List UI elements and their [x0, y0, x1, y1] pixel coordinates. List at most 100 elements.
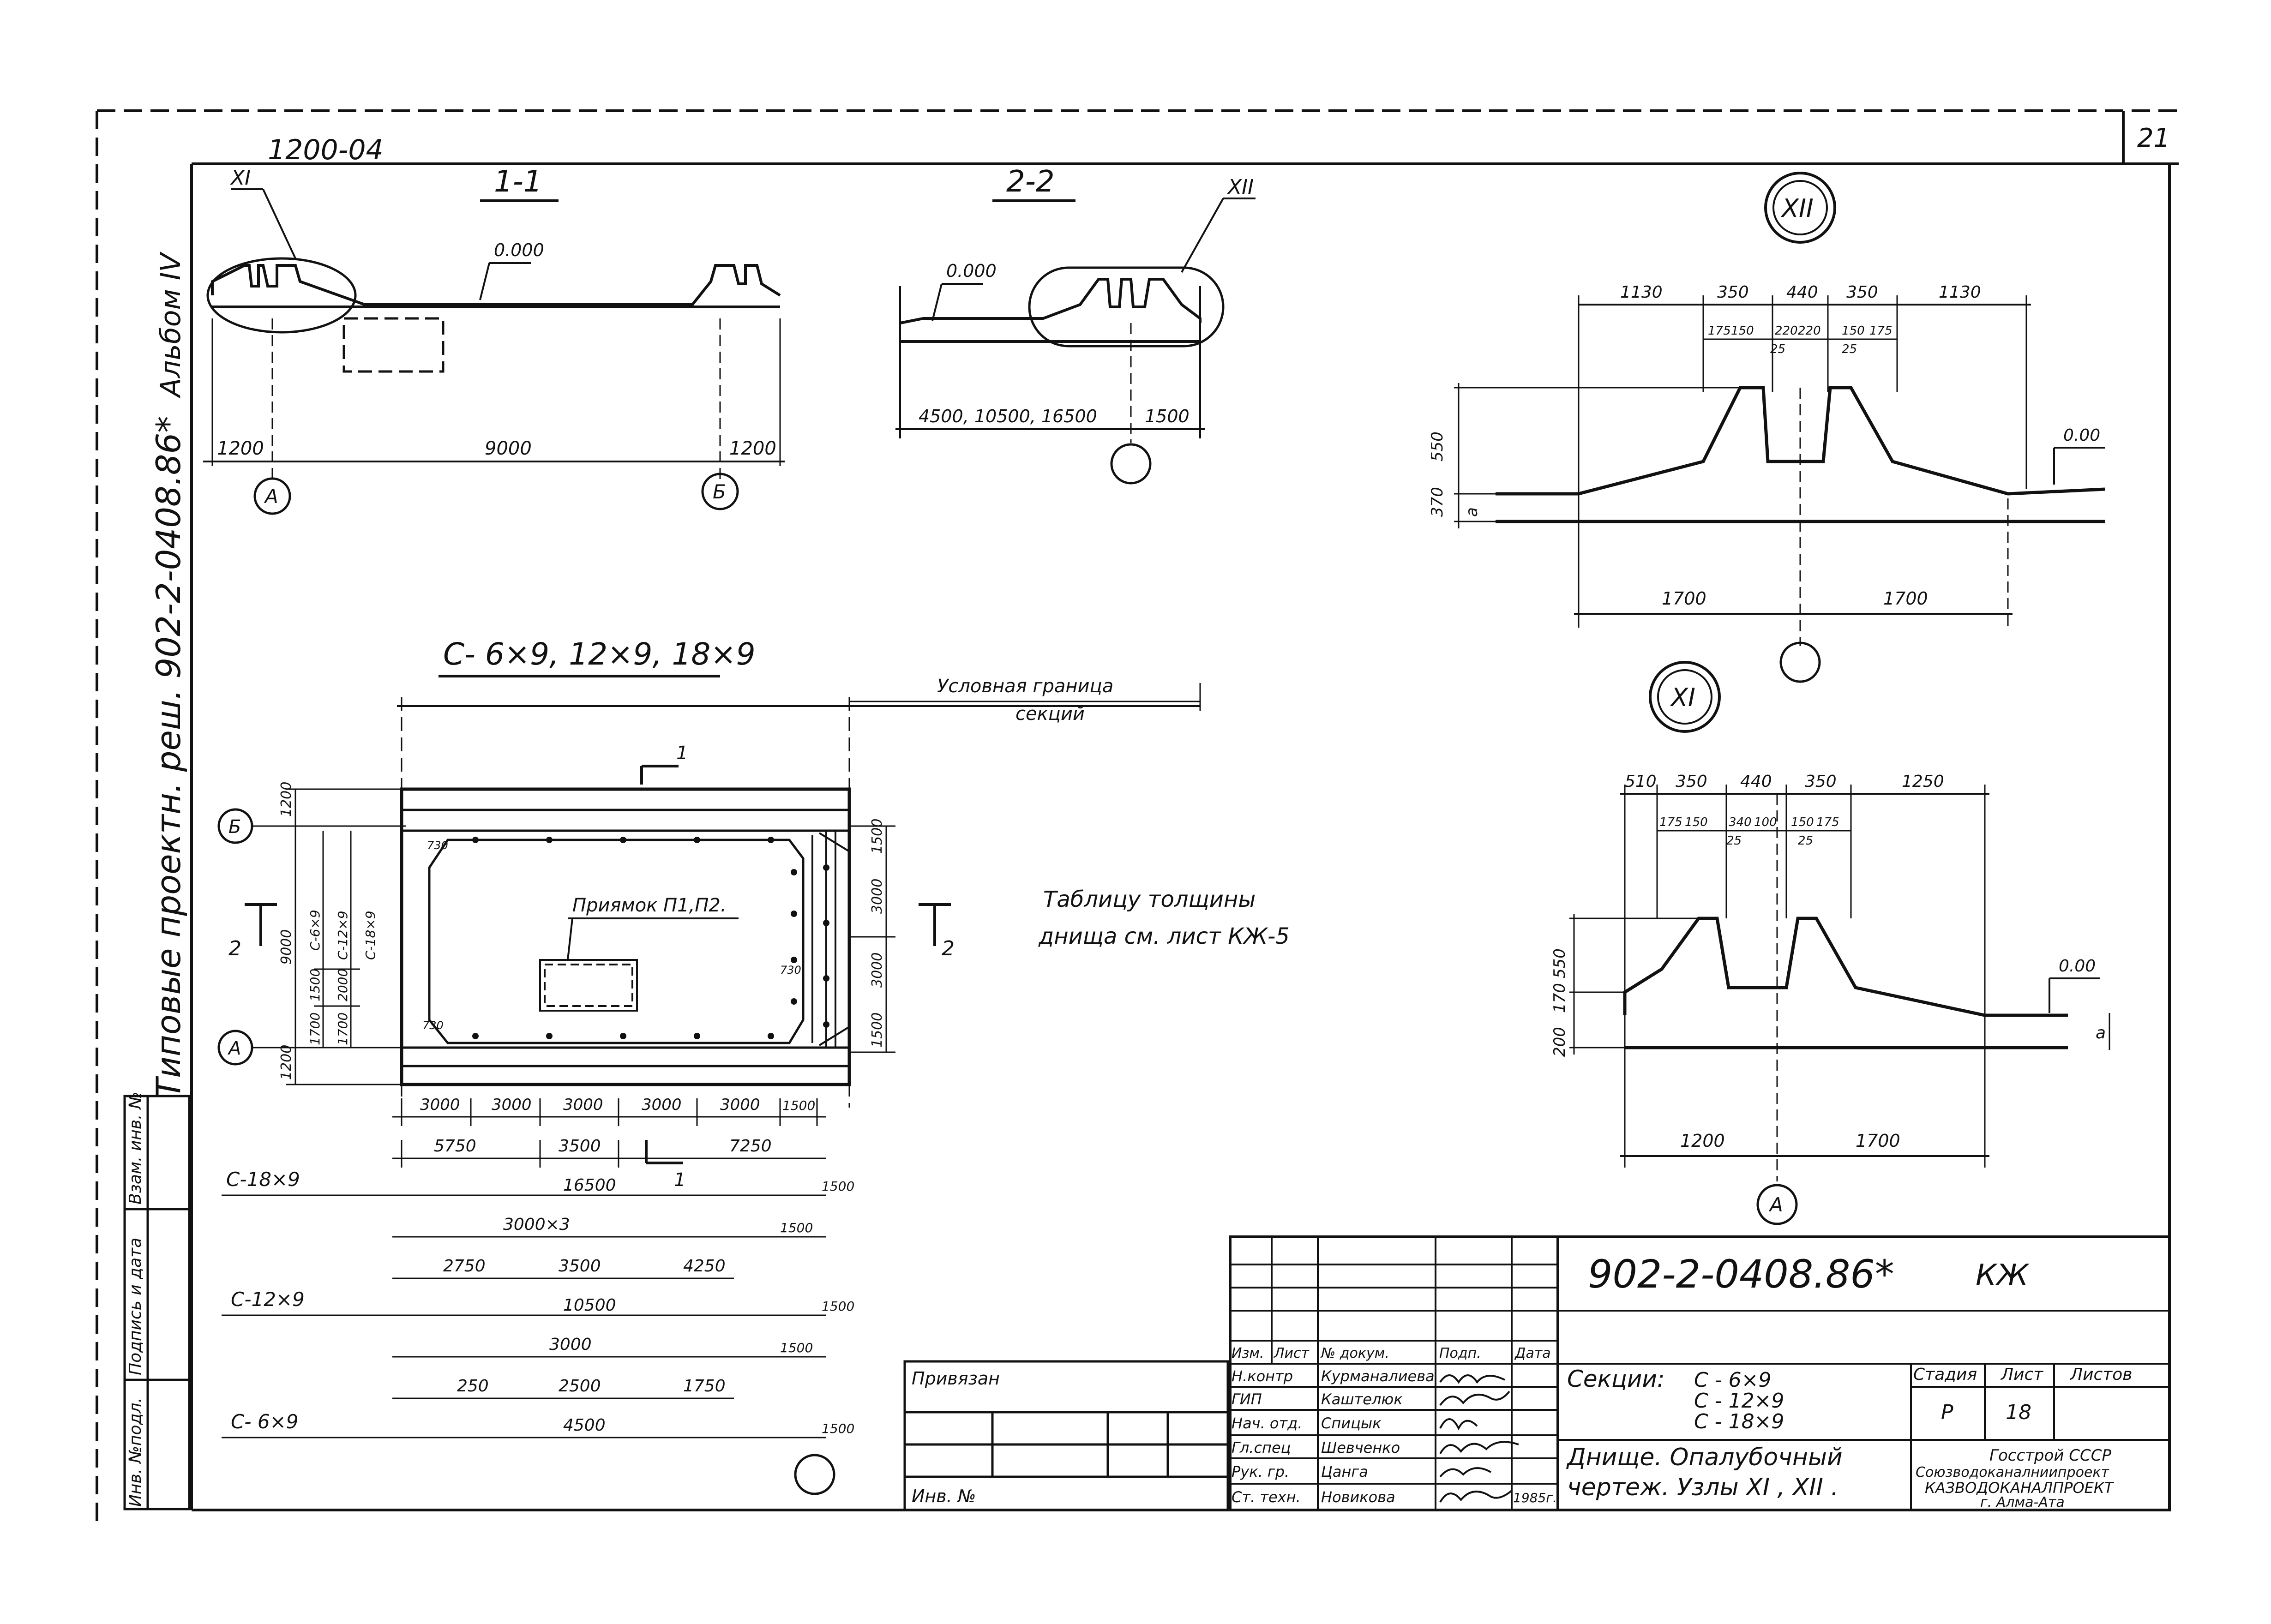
- dim-2-2-a: 4500, 10500, 16500: [919, 406, 1097, 426]
- hdr-sign: Подп.: [1439, 1345, 1481, 1361]
- year: 1985г.: [1513, 1490, 1557, 1505]
- note-line-2: днища см. лист КЖ-5: [1038, 923, 1290, 949]
- xii-sub-1: 150: [1731, 324, 1754, 338]
- plan-right-3: 1500: [869, 1013, 885, 1048]
- plan-bottom2-2: 7250: [729, 1137, 772, 1156]
- xii-left-2: a: [1463, 507, 1481, 517]
- doc-mark: КЖ: [1976, 1258, 2030, 1293]
- xii-sub-0: 175: [1708, 324, 1731, 338]
- sec-6-r1-1: 1500: [822, 1421, 854, 1436]
- dim-1-1-b: 9000: [485, 438, 532, 459]
- plan-right-1: 3000: [869, 879, 885, 914]
- xii-dim-1: 350: [1717, 283, 1749, 302]
- sec-12-r2-1: 1500: [780, 1340, 813, 1355]
- plan-axis-a: А: [227, 1038, 241, 1059]
- xii-left-1: 370: [1428, 487, 1447, 517]
- xi-sub-0: 175: [1659, 815, 1682, 829]
- role-5: Ст. техн.: [1232, 1488, 1301, 1506]
- section-0: С - 6×9: [1694, 1368, 1771, 1392]
- xii-dim-2: 440: [1786, 283, 1818, 302]
- sec-18-name: С-18×9: [226, 1168, 300, 1191]
- role-1: ГИП: [1232, 1390, 1262, 1408]
- cut-1-top: 1: [676, 743, 688, 764]
- xi-sub-2: 340: [1729, 815, 1752, 829]
- role-4: Рук. гр.: [1232, 1463, 1289, 1480]
- role-0: Н.контр: [1232, 1367, 1293, 1385]
- strip-replace: Взам. инв. №: [126, 1092, 145, 1205]
- name-1: Каштелюк: [1321, 1390, 1403, 1408]
- xii-dim-4: 1130: [1939, 283, 1981, 302]
- axis-a-1-1: А: [264, 485, 278, 508]
- top-code: 1200-04: [268, 134, 384, 166]
- org-1: Союзводоканалниипроект: [1916, 1464, 2110, 1480]
- sec-12-r2-0: 3000: [549, 1335, 592, 1354]
- plan-bottom2-0: 5750: [434, 1137, 476, 1156]
- corner-dim-1: 730: [780, 964, 801, 977]
- sec-6-r0-1: 2500: [559, 1377, 601, 1396]
- xii-sub-2: 220: [1775, 324, 1798, 338]
- desc-line-1: Днище. Опалубочный: [1566, 1444, 1843, 1471]
- xi-dim-2: 440: [1740, 772, 1772, 791]
- thickness-note: Таблицу толщины днища см. лист КЖ-5: [1038, 887, 1290, 949]
- xii-sub-5: 175: [1869, 324, 1892, 338]
- xii-dim-0: 1130: [1620, 283, 1663, 302]
- cut-2-left: 2: [228, 937, 241, 960]
- plan-bottom-5: 1500: [782, 1098, 815, 1113]
- binding-block: [903, 1360, 1229, 1511]
- corner-dim-2: 730: [422, 1019, 444, 1032]
- sec-12-r0-1: 3500: [559, 1257, 601, 1276]
- xii-small-0: 25: [1770, 342, 1785, 356]
- xi-left-0: 550: [1550, 948, 1569, 978]
- plan-title: С- 6×9, 12×9, 18×9: [443, 636, 756, 672]
- xii-dim-3: 350: [1846, 283, 1878, 302]
- name-5: Новикова: [1321, 1488, 1395, 1506]
- strip-signature: Подпись и дата: [126, 1238, 145, 1375]
- plan-left-1: 9000: [278, 929, 294, 965]
- hdr-izm: Изм.: [1232, 1345, 1264, 1361]
- xi-left-2: 200: [1550, 1027, 1569, 1057]
- xi-bottom-0: 1200: [1680, 1131, 1725, 1151]
- binding-label: Привязан: [912, 1368, 1000, 1389]
- plan-left-4: 1500: [307, 969, 323, 1001]
- hdr-date: Дата: [1514, 1345, 1551, 1361]
- plan-left-2: 1200: [278, 1045, 294, 1080]
- sec-18-r2-0: 3000×3: [503, 1215, 570, 1234]
- plan-right-2: 3000: [869, 953, 885, 988]
- sections-label: Секции:: [1567, 1366, 1665, 1392]
- plan-bottom-4: 3000: [720, 1096, 760, 1114]
- plan-bottom-2: 3000: [563, 1096, 603, 1114]
- node-xi-ref: XI: [230, 166, 251, 190]
- org-2: КАЗВОДОКАНАЛПРОЕКТ: [1925, 1479, 2115, 1497]
- role-3: Гл.спец: [1232, 1439, 1291, 1456]
- sec-6-name: С- 6×9: [231, 1410, 298, 1433]
- sec-18-r1-1: 1500: [822, 1179, 854, 1194]
- sec-12-name: С-12×9: [231, 1288, 305, 1311]
- xii-sub-3: 220: [1798, 324, 1821, 338]
- org-0: Госстрой СССР: [1989, 1446, 2111, 1465]
- axis-b-1-1: Б: [713, 480, 726, 503]
- xi-axis: А: [1768, 1193, 1783, 1216]
- plan-left-0: 1200: [278, 782, 294, 817]
- name-4: Цанга: [1321, 1463, 1368, 1480]
- xi-sub-5: 175: [1816, 815, 1839, 829]
- stage-hdr: Стадия: [1913, 1365, 1977, 1384]
- level-2-2: 0.000: [946, 261, 997, 281]
- stage-value: Р: [1941, 1401, 1953, 1424]
- plan-axis-b: Б: [228, 816, 241, 838]
- plan-left-3: 1700: [307, 1013, 323, 1045]
- xii-level: 0.00: [2063, 426, 2100, 445]
- anchor-bolts: [472, 837, 829, 1039]
- name-3: Шевченко: [1321, 1439, 1400, 1456]
- sec-12-r1-1: 1500: [822, 1299, 854, 1314]
- xi-dim-4: 1250: [1902, 772, 1944, 791]
- name-0: Курманалиева: [1321, 1367, 1435, 1385]
- xi-left-1: 170: [1550, 983, 1569, 1013]
- sections-dimensions: С-18×9 16500 1500 3000×3 1500 2750 3500 …: [222, 1168, 854, 1495]
- xi-sub-1: 150: [1685, 815, 1708, 829]
- dim-2-2-b: 1500: [1145, 406, 1190, 426]
- sheet-value: 18: [2006, 1401, 2031, 1424]
- name-2: Спицык: [1321, 1414, 1382, 1432]
- xi-sub-4: 150: [1791, 815, 1814, 829]
- signatures: [1439, 1374, 1519, 1503]
- sec-6-r0-0: 250: [457, 1377, 489, 1396]
